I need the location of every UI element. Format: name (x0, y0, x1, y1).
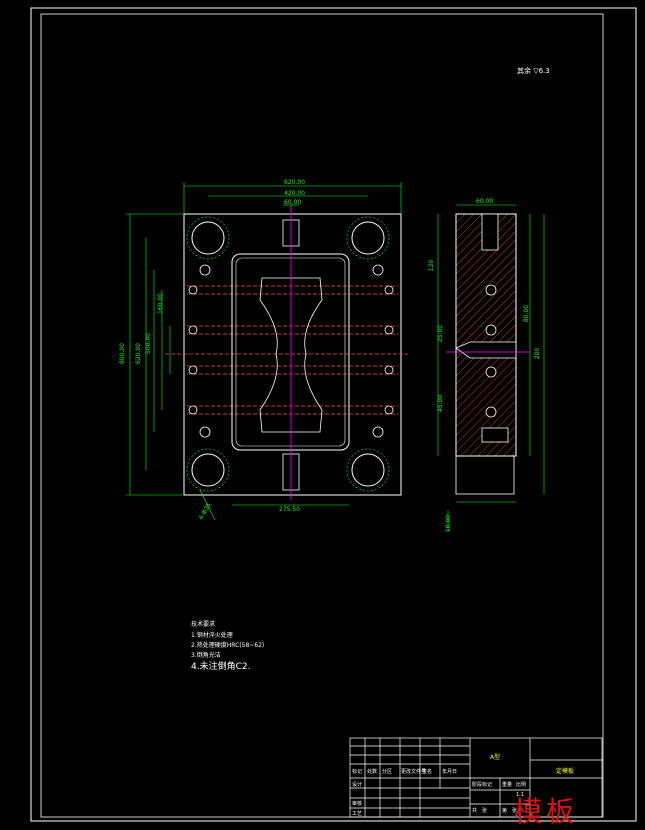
header-cell: 处数 (367, 769, 378, 775)
dim-side-depth: 120 (428, 259, 436, 272)
scale-value: 1:1 (516, 792, 525, 798)
row-label: 设计 (352, 782, 363, 788)
dim-left-overall: 800.00 (119, 343, 126, 364)
part-profile (259, 277, 323, 433)
dim-side-4: 10.00 (445, 514, 453, 533)
header-cell: 年月日 (442, 769, 458, 775)
dim-side-top: 60.00 (476, 198, 494, 205)
side-view (437, 204, 545, 532)
inner-border (40, 13, 604, 818)
dim-left-mid: 500.00 (145, 333, 152, 354)
dim-side-2: 80.00 (523, 304, 531, 323)
pillar-hole-tl (191, 221, 225, 255)
dim-side-1: 25.00 (437, 324, 445, 343)
dim-left-inner: 620.00 (135, 343, 142, 364)
section-pocket-top (481, 213, 499, 251)
stage-cell: 阶段标记 (472, 782, 493, 788)
section-step (455, 455, 515, 495)
note-item-4: 4.未注倒角C2. (191, 662, 251, 672)
dim-top-overall: 620.00 (284, 179, 305, 186)
dim-side-bottom: 200 (534, 347, 542, 360)
plate-outline (183, 213, 402, 496)
watermark: 模板 (514, 795, 579, 828)
dim-left-small: 160.00 (157, 293, 164, 314)
row-label: 审核 (352, 801, 363, 807)
title-block-drawing-name: 定模板 (556, 768, 575, 775)
section-pocket-bottom (481, 427, 509, 443)
outer-border (30, 7, 637, 822)
hidden-lines (165, 285, 408, 415)
sheet-cell: 张 (482, 808, 488, 814)
header-cell: 标记 (352, 769, 363, 775)
sheet-cell: 第 (502, 808, 508, 814)
pillar-hole-br (351, 453, 385, 487)
section-plate (455, 213, 517, 457)
dim-top-inner: 420.00 (284, 190, 305, 197)
dim-bottom: 275.50 (279, 506, 300, 513)
header-cell: 签名 (422, 769, 433, 775)
pillar-hole-bl (191, 453, 225, 487)
note-item-2: 2.热处理硬度HRC(58~62) (191, 642, 265, 649)
stage-cell: 比例 (516, 782, 527, 788)
dimension-lines (126, 182, 402, 521)
notes-title: 技术要求 (191, 621, 216, 628)
surface-note: 其余 ▽6.3 (517, 67, 550, 75)
cavity-pocket (231, 253, 350, 451)
stage-cell: 重量 (502, 782, 513, 788)
title-block (349, 737, 603, 818)
front-view (126, 182, 408, 521)
sheet-cell: 张 (512, 808, 518, 814)
dim-top-small: 60.00 (284, 199, 302, 206)
note-item-3: 3.倒角光洁 (191, 652, 221, 659)
dim-side-3: 45.00 (437, 394, 445, 413)
header-cell: 分区 (382, 769, 393, 775)
sheet-cell: 共 (472, 808, 478, 814)
note-item-1: 1.钢材淬火处理 (191, 632, 233, 639)
header-cell: 更改文件号 (401, 769, 427, 775)
pillar-hole-tr (351, 221, 385, 255)
row-label: 工艺 (352, 811, 363, 817)
title-block-name: A型 (490, 754, 501, 761)
screw-hole (199, 264, 211, 276)
cavity-inner (235, 257, 346, 447)
